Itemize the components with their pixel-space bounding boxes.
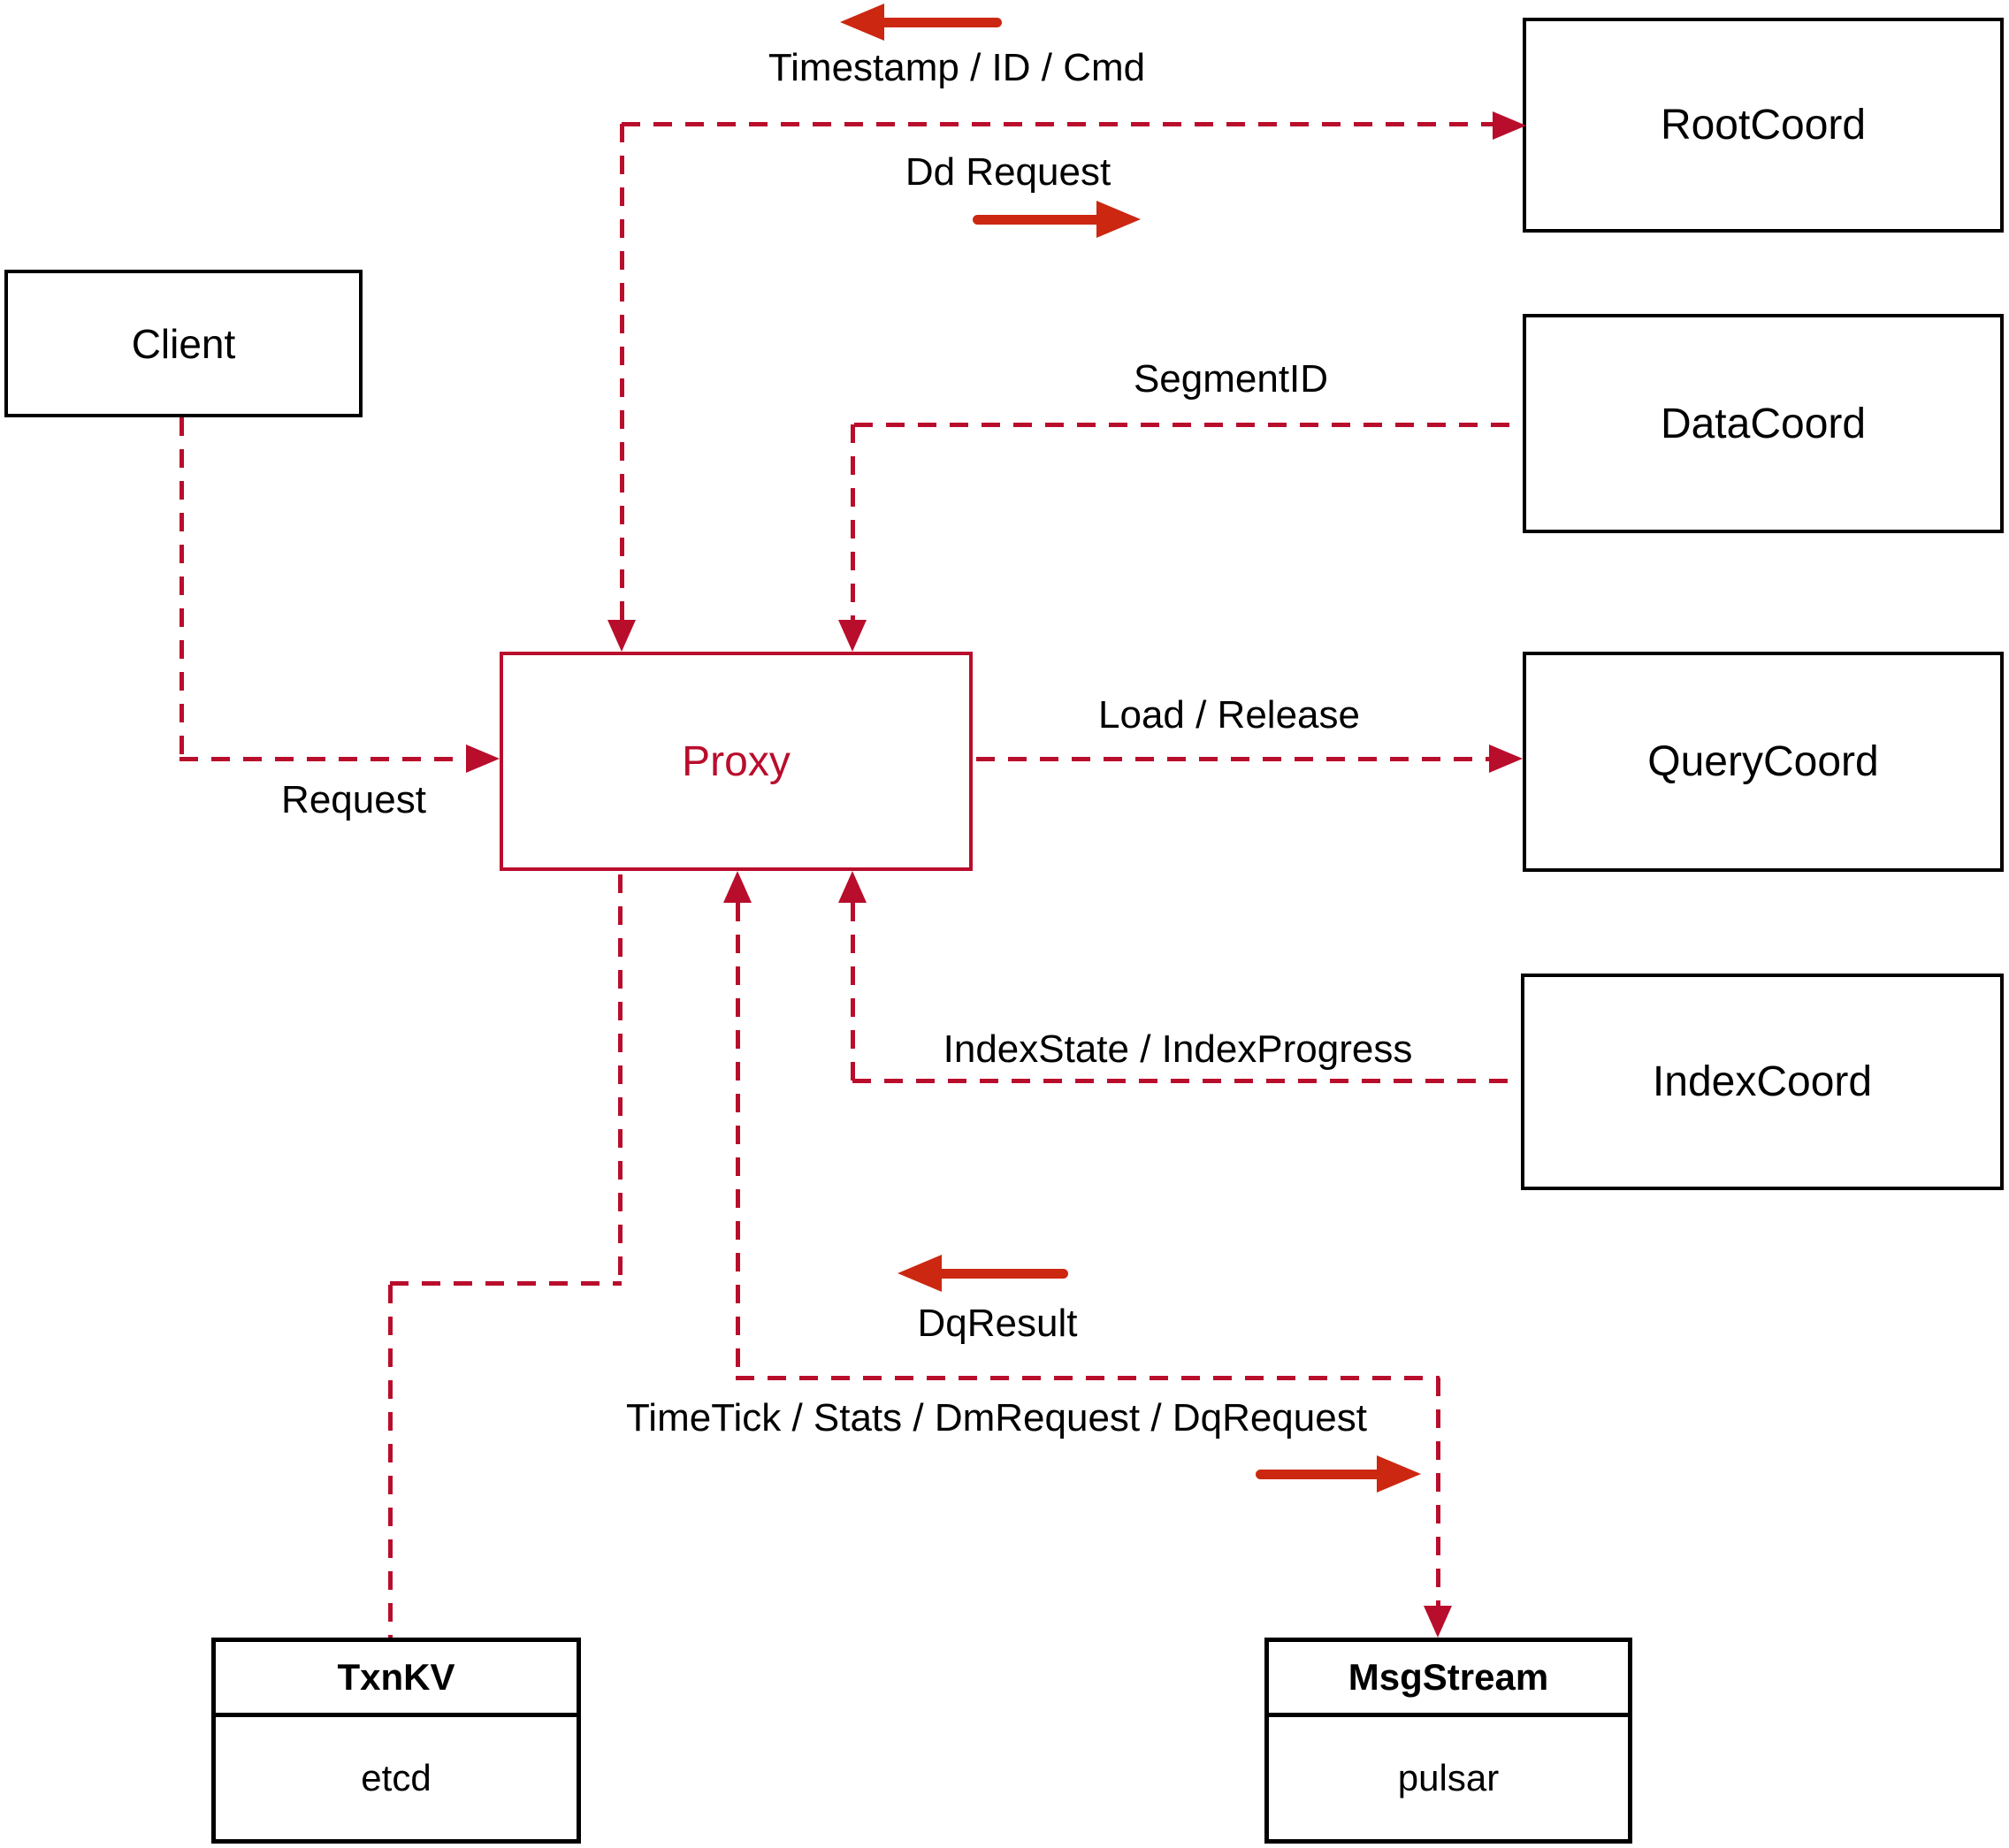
arrowhead-into-rootcoord-icon <box>1493 111 1526 140</box>
arrowhead-into-proxy-top-left-icon <box>607 620 636 652</box>
node-querycoord-label: QueryCoord <box>1647 738 1879 785</box>
dqresult-direction-left-arrow-icon <box>898 1255 1068 1292</box>
node-rootcoord-label: RootCoord <box>1660 102 1867 149</box>
dd-request-direction-right-arrow-icon <box>973 201 1141 238</box>
edge-label-dd-request: Dd Request <box>905 150 1111 194</box>
arrow-shaft <box>872 18 1002 27</box>
edge-label-timestamp-id-cmd: Timestamp / ID / Cmd <box>768 46 1146 89</box>
edge-proxy-msgstream-horizontal <box>736 1376 1440 1380</box>
edge-proxy-msgstream-vertical-1 <box>736 903 740 1379</box>
arrowhead-into-proxy-bottom-left-icon <box>723 871 752 903</box>
node-msgstream-title: MsgStream <box>1269 1642 1628 1717</box>
edge-proxy-rootcoord-vertical <box>620 124 624 620</box>
arrowhead-into-proxy-bottom-right-icon <box>838 871 867 903</box>
edge-client-proxy-vertical <box>180 417 184 759</box>
edge-indexcoord-proxy-horizontal <box>852 1079 1521 1083</box>
edge-proxy-querycoord-horizontal <box>976 757 1489 761</box>
edge-label-segmentid: SegmentID <box>1133 357 1329 401</box>
right-arrowhead-icon <box>1377 1455 1421 1493</box>
edge-datacoord-proxy-horizontal <box>854 423 1523 427</box>
edge-client-proxy-horizontal <box>180 757 466 761</box>
node-datacoord-label: DataCoord <box>1660 400 1867 447</box>
node-txnkv-subtitle: etcd <box>361 1757 432 1798</box>
right-arrowhead-icon <box>1096 201 1141 238</box>
node-rootcoord: RootCoord <box>1523 18 2004 233</box>
node-datacoord: DataCoord <box>1523 314 2004 533</box>
edge-indexcoord-proxy-vertical <box>851 903 855 1081</box>
node-txnkv: TxnKV etcd <box>211 1638 581 1844</box>
edge-label-load-release: Load / Release <box>1098 693 1360 737</box>
node-msgstream: MsgStream pulsar <box>1264 1638 1632 1844</box>
arrowhead-into-querycoord-icon <box>1489 745 1523 773</box>
edge-proxy-msgstream-vertical-2 <box>1436 1378 1440 1606</box>
node-msgstream-subtitle: pulsar <box>1397 1757 1500 1798</box>
edge-proxy-txnkv-vertical-1 <box>618 874 623 1285</box>
edge-proxy-txnkv-horizontal <box>390 1281 622 1286</box>
edge-label-indexstate-indexprogress: IndexState / IndexProgress <box>943 1027 1413 1071</box>
node-client: Client <box>4 270 363 417</box>
node-querycoord: QueryCoord <box>1523 652 2004 872</box>
edge-label-timetick-stats-dmrequest-dqrequest: TimeTick / Stats / DmRequest / DqRequest <box>626 1396 1367 1439</box>
arrowhead-into-msgstream-icon <box>1424 1606 1452 1638</box>
arrow-shaft <box>929 1269 1068 1279</box>
timetick-direction-right-arrow-icon <box>1256 1455 1421 1493</box>
node-client-label: Client <box>131 320 236 367</box>
edge-proxy-txnkv-vertical-2 <box>388 1285 393 1638</box>
node-proxy-label: Proxy <box>682 737 791 785</box>
edge-label-request: Request <box>281 778 426 821</box>
arrow-shaft <box>973 215 1105 225</box>
node-indexcoord-label: IndexCoord <box>1652 1058 1873 1105</box>
node-txnkv-title: TxnKV <box>216 1642 577 1717</box>
edge-label-dqresult: DqResult <box>917 1302 1078 1345</box>
edge-datacoord-proxy-vertical <box>851 424 855 620</box>
edge-proxy-rootcoord-horizontal <box>622 122 1493 126</box>
arrowhead-into-proxy-top-right-icon <box>838 620 867 652</box>
node-indexcoord: IndexCoord <box>1521 974 2004 1190</box>
node-proxy: Proxy <box>500 652 973 871</box>
timestamp-direction-left-arrow-icon <box>840 4 1002 41</box>
arrowhead-into-proxy-left-icon <box>466 745 500 773</box>
arrow-shaft <box>1256 1470 1386 1479</box>
